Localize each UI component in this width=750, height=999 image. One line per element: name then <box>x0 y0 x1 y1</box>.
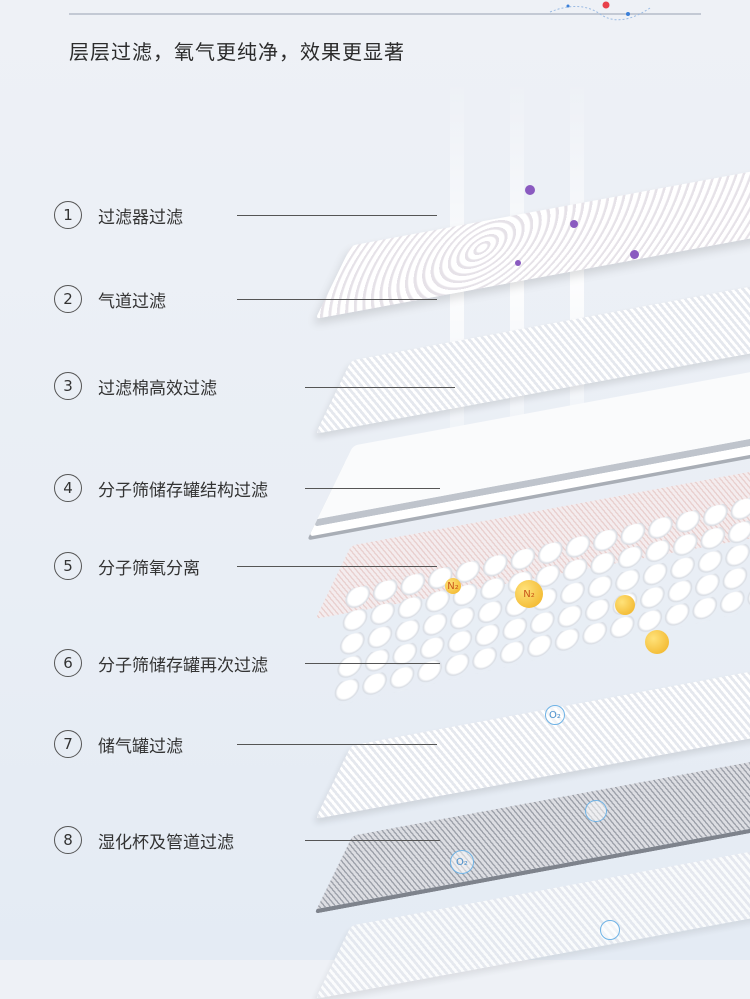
o2-molecule-icon: O₂ <box>545 705 565 725</box>
n2-molecule-icon <box>645 630 669 654</box>
leader-line <box>237 744 437 745</box>
step-number: 4 <box>54 474 82 502</box>
filter-step-1: 1 过滤器过滤 <box>54 199 183 231</box>
step-number: 2 <box>54 285 82 313</box>
foam-filter-layer <box>315 156 750 319</box>
n2-molecule-icon <box>615 595 635 615</box>
filter-step-5: 5 分子筛氧分离 <box>54 550 200 582</box>
o2-molecule-icon <box>600 920 620 940</box>
header-divider <box>69 13 701 15</box>
leader-line <box>305 488 440 489</box>
step-label: 过滤器过滤 <box>98 207 183 228</box>
filter-step-3: 3 过滤棉高效过滤 <box>54 370 217 402</box>
leader-line <box>305 663 440 664</box>
n2-molecule-icon: N₂ <box>445 578 461 594</box>
step-number: 7 <box>54 730 82 758</box>
filter-step-2: 2 气道过滤 <box>54 283 166 315</box>
leader-line <box>237 299 437 300</box>
step-number: 1 <box>54 201 82 229</box>
o2-molecule-icon <box>585 800 607 822</box>
wave-decoration-icon <box>549 1 651 21</box>
step-label: 湿化杯及管道过滤 <box>98 832 234 853</box>
n2-molecule-icon: N₂ <box>515 580 543 608</box>
leader-line <box>237 566 437 567</box>
filter-layers-illustration: N₂ N₂ O₂ O₂ <box>313 80 750 999</box>
leader-line <box>305 840 440 841</box>
step-number: 3 <box>54 372 82 400</box>
step-label: 过滤棉高效过滤 <box>98 378 217 399</box>
filter-step-8: 8 湿化杯及管道过滤 <box>54 824 234 856</box>
leader-line <box>237 215 437 216</box>
step-label: 分子筛氧分离 <box>98 558 200 579</box>
step-label: 储气罐过滤 <box>98 736 183 757</box>
step-number: 8 <box>54 826 82 854</box>
page-title: 层层过滤，氧气更纯净，效果更显著 <box>69 40 405 64</box>
o2-molecule-icon: O₂ <box>450 850 474 874</box>
step-number: 5 <box>54 552 82 580</box>
leader-line <box>305 387 455 388</box>
step-label: 分子筛储存罐再次过滤 <box>98 655 268 676</box>
filter-step-6: 6 分子筛储存罐再次过滤 <box>54 647 268 679</box>
filter-step-7: 7 储气罐过滤 <box>54 728 183 760</box>
step-number: 6 <box>54 649 82 677</box>
step-label: 气道过滤 <box>98 291 166 312</box>
filter-step-4: 4 分子筛储存罐结构过滤 <box>54 472 268 504</box>
step-label: 分子筛储存罐结构过滤 <box>98 480 268 501</box>
